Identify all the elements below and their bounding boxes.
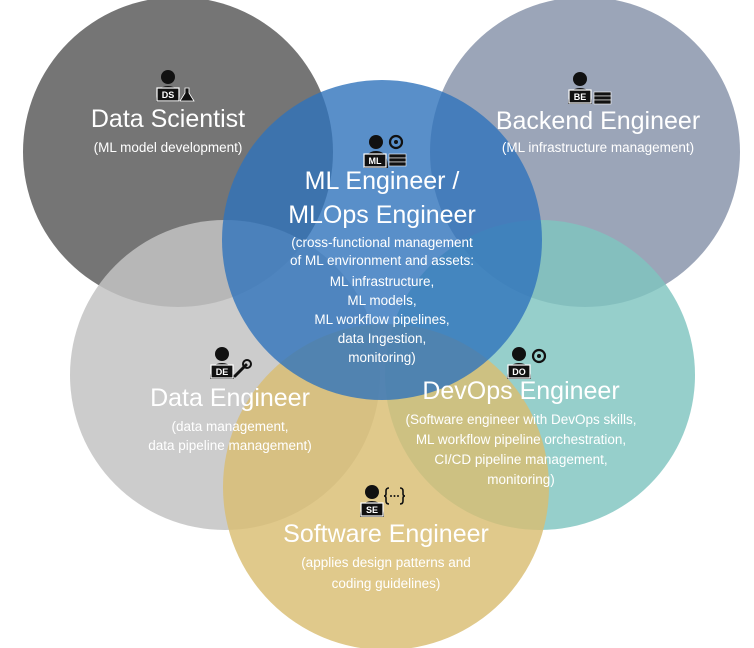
- svg-text:BE: BE: [574, 92, 587, 102]
- person-flask-icon: DS: [156, 70, 195, 102]
- svg-text:ML: ML: [369, 156, 382, 166]
- devops-engineer-title: DevOps Engineer: [422, 377, 620, 405]
- circle-software-engineer: [223, 324, 549, 648]
- ml-engineer-desc-line-5: ML workflow pipelines,: [314, 312, 450, 327]
- devops-engineer-desc-line-1: (Software engineer with DevOps skills,: [405, 412, 637, 427]
- software-engineer-desc-line-1: (applies design patterns and: [301, 555, 471, 570]
- software-engineer-title: Software Engineer: [283, 520, 489, 548]
- devops-engineer-desc-line-4: monitoring): [487, 472, 555, 487]
- svg-text:SE: SE: [366, 505, 378, 515]
- data-engineer-title: Data Engineer: [150, 384, 310, 412]
- software-engineer-desc-line-2: coding guidelines): [331, 576, 441, 591]
- ml-engineer-desc-line-3: ML infrastructure,: [329, 274, 435, 289]
- svg-text:DO: DO: [512, 367, 526, 377]
- circle-ml-engineer: [222, 80, 542, 400]
- backend-engineer-title: Backend Engineer: [495, 107, 701, 135]
- data-scientist-title: Data Scientist: [90, 105, 246, 133]
- person-code-icon: SE: [360, 485, 406, 517]
- devops-engineer-desc-line-3: CI/CD pipeline management,: [434, 452, 608, 467]
- ml-engineer-desc-line-6: data Ingestion,: [337, 331, 427, 346]
- ml-engineer-title-line1: ML Engineer /: [304, 167, 460, 195]
- person-server-icon: BE: [568, 72, 612, 105]
- person-gear-server-icon: ML: [363, 134, 407, 168]
- data-engineer-desc-line-2: data pipeline management): [148, 438, 312, 453]
- ml-engineer-desc-line-7: monitoring): [348, 350, 416, 365]
- ml-engineer-desc-line-1: (cross-functional management: [291, 235, 473, 250]
- person-gear-icon: DO: [507, 347, 547, 379]
- ml-engineer-desc-line-2: of ML environment and assets:: [289, 253, 475, 268]
- ml-engineer-desc-line-4: ML models,: [347, 293, 417, 308]
- backend-engineer-desc: (ML infrastructure management): [501, 140, 695, 155]
- data-engineer-desc-line-1: (data management,: [171, 419, 289, 434]
- ml-engineer-title-line2: MLOps Engineer: [288, 201, 476, 229]
- data-scientist-desc: (ML model development): [93, 140, 243, 155]
- person-wrench-icon: DE: [210, 347, 252, 379]
- svg-text:DS: DS: [162, 90, 175, 100]
- devops-engineer-desc-line-2: ML workflow pipeline orchestration,: [415, 432, 627, 447]
- svg-text:DE: DE: [216, 367, 229, 377]
